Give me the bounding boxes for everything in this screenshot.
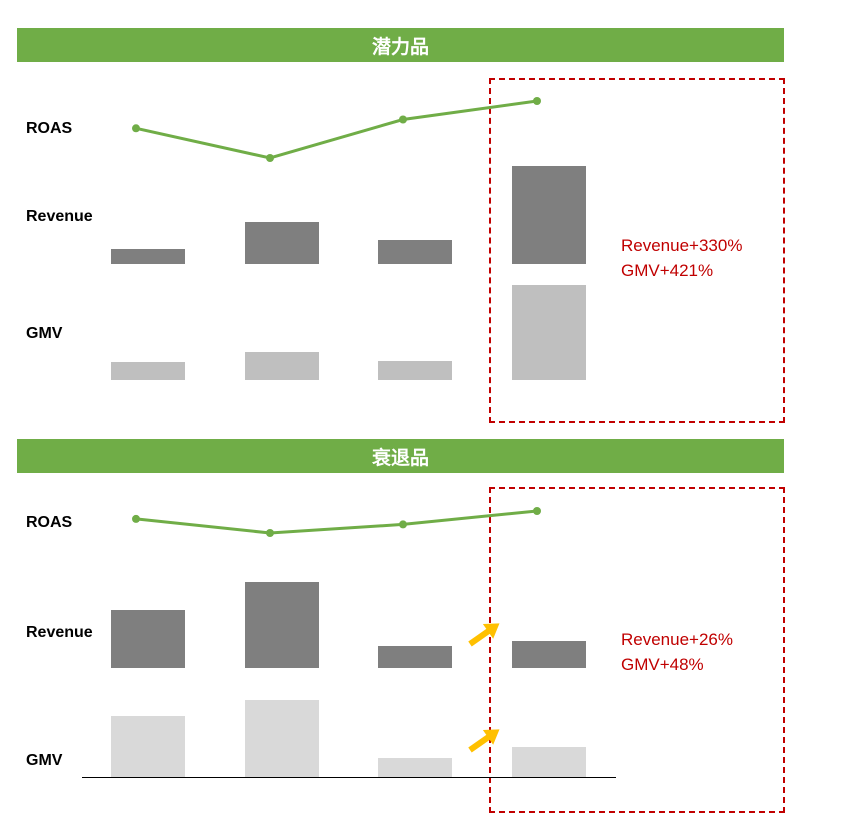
panel-1-revenue-bar-2 [245, 222, 319, 264]
panel-1-gmv-bar-3 [378, 361, 452, 380]
panel-2-gmv-bar-1 [111, 716, 185, 777]
panel-2-arrow-icon-1 [468, 623, 500, 647]
panel-2-annotation-gmv: GMV+48% [621, 655, 704, 674]
panel-1-roas-label: ROAS [26, 120, 73, 137]
panel-2-roas-line [135, 509, 538, 535]
panel-1-gmv-label: GMV [26, 325, 63, 342]
panel-2-title: 衰退品 [17, 439, 784, 473]
panel-2-revenue-bar-4 [512, 641, 586, 668]
panel-2-arrow-shape-2 [468, 729, 500, 753]
panel-2-gmv-label: GMV [26, 752, 63, 769]
panel-2-arrow-shape-1 [468, 623, 500, 647]
panel-1-revenue-bar-3 [378, 240, 452, 264]
panel-1-gmv-bar-2 [245, 352, 319, 380]
panel-1-roas-point-2 [266, 154, 274, 162]
panel-2-roas-point-4 [533, 507, 541, 515]
panel-1-revenue-bar-1 [111, 249, 185, 264]
panel-1-roas-point-1 [132, 124, 140, 133]
panel-1-roas-point-3 [399, 115, 407, 124]
panel-2-revenue-bar-2 [245, 582, 319, 668]
panel-1-gmv-bar-1 [111, 362, 185, 380]
panel-1-roas-line [135, 99, 538, 160]
panel-2-revenue-label: Revenue [26, 624, 93, 641]
panel-1-revenue-label: Revenue [26, 208, 93, 225]
panel-2-roas-point-2 [266, 529, 274, 537]
panel-1-annotation-gmv: GMV+421% [621, 261, 714, 280]
panel-2-highlight-box [489, 487, 785, 813]
panel-1-highlight-box [489, 78, 785, 423]
panel-2-roas-point-1 [132, 514, 140, 523]
panel-1-title: 潜力品 [17, 28, 784, 62]
panel-1-gmv-bar-4 [512, 285, 586, 380]
panel-1-annotation: Revenue+330% GMV+421% [621, 233, 742, 283]
panel-2-annotation-revenue: Revenue+26% [621, 630, 734, 649]
panel-2-revenue-bar-1 [111, 610, 185, 668]
panel-2-arrow-icon-2 [468, 729, 500, 753]
panel-2-gmv-bar-4 [512, 747, 586, 777]
panel-1-annotation-revenue: Revenue+330% [621, 236, 743, 255]
panel-2-annotation: Revenue+26% GMV+48% [621, 627, 733, 677]
panel-1-revenue-bar-4 [512, 166, 586, 264]
panel-2-revenue-bar-3 [378, 646, 452, 668]
panel-2-roas-point-3 [399, 520, 407, 529]
panel-2-roas-label: ROAS [26, 514, 73, 531]
panel-2-gmv-bar-2 [245, 700, 319, 777]
panel-2-gmv-bar-3 [378, 758, 452, 777]
panel-1-roas-point-4 [533, 97, 541, 105]
